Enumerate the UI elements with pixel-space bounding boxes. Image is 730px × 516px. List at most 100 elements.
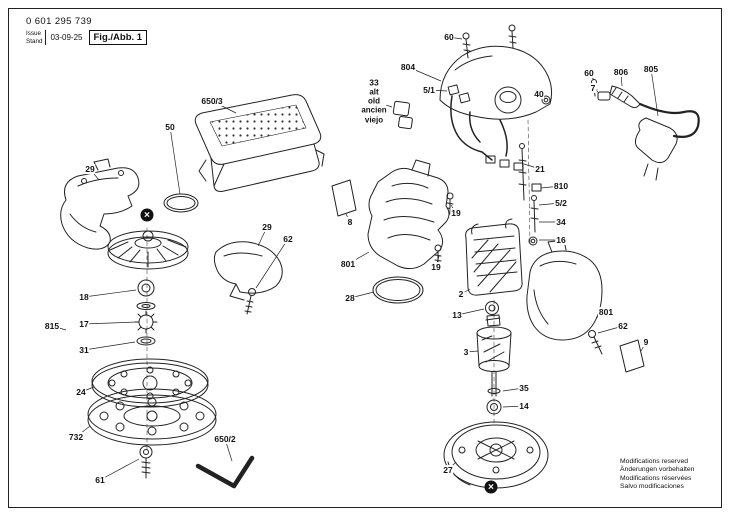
callout-sub-label: viejo (361, 115, 387, 125)
part-number: 0 601 295 739 (26, 16, 92, 27)
callout-sub-label: old (361, 96, 387, 106)
callout-650/3: 650/3 (200, 96, 224, 106)
callout-label: 62 (282, 234, 294, 244)
callout-label: 27 (442, 465, 454, 475)
callout-5/1: 5/1 (422, 85, 436, 95)
callout-17: 17 (78, 319, 90, 329)
callout-label: 8 (346, 217, 354, 227)
callout-801: 801 (597, 307, 615, 317)
issue-date: 03-09-25 (50, 33, 83, 43)
callout-label: 60 (443, 32, 455, 42)
callout-40: 40 (533, 89, 545, 99)
modifications-line-fr: Modifications réservées (620, 474, 692, 482)
callout-60: 60 (443, 32, 455, 42)
callout-sub-label: alt (361, 87, 387, 97)
callout-label: 650/3 (200, 96, 224, 106)
callout-29: 29 (261, 222, 273, 232)
callout-61: 61 (94, 475, 106, 485)
callout-2: 2 (457, 289, 465, 299)
callout-label: 21 (534, 164, 546, 174)
callout-label: 31 (78, 345, 90, 355)
modifications-line-de: Änderungen vorbehalten (620, 466, 695, 474)
callout-650/2: 650/2 (213, 434, 237, 444)
callout-8: 8 (346, 217, 354, 227)
callout-31: 31 (78, 345, 90, 355)
callout-28: 28 (344, 293, 356, 303)
callout-label: 5/1 (422, 85, 436, 95)
callout-50: 50 (164, 122, 176, 132)
callout-35: 35 (518, 383, 530, 393)
callout-label: 35 (518, 383, 530, 393)
callout-7: 7 (589, 83, 597, 93)
callout-732: 732 (67, 432, 85, 442)
circled-x-symbol: ✕ (484, 480, 498, 494)
callout-label: 16 (555, 235, 567, 245)
issue-stand-labels: Issue Stand (26, 30, 47, 46)
circled-x-symbol: ✕ (140, 208, 154, 222)
callout-14: 14 (518, 401, 530, 411)
modifications-note: Modifications reserved Änderungen vorbeh… (620, 458, 694, 491)
modifications-line-es: Salvo modificaciones (620, 482, 684, 490)
callout-3: 3 (462, 347, 470, 357)
callout-label: 29 (84, 164, 96, 174)
callout-label: 14 (518, 401, 530, 411)
modifications-line-en: Modifications reserved (620, 458, 688, 465)
callout-label: 62 (617, 321, 629, 331)
callout-label: 2 (457, 289, 465, 299)
callout-801: 801 (339, 259, 357, 269)
callout-sub-label: ancien (361, 106, 387, 116)
callout-label: 34 (555, 217, 567, 227)
callout-815: 815 (43, 321, 61, 331)
callout-label: 61 (94, 475, 106, 485)
callout-806: 806 (612, 67, 630, 77)
callout-19: 19 (430, 262, 442, 272)
callout-label: 19 (430, 262, 442, 272)
figure-label: Fig./Abb. 1 (88, 30, 148, 46)
callout-label: 19 (450, 208, 462, 218)
stand-label: Stand (26, 37, 43, 45)
callout-label: 806 (612, 67, 630, 77)
callout-label: 40 (533, 89, 545, 99)
callout-label: 804 (399, 62, 417, 72)
callout-18: 18 (78, 292, 90, 302)
callout-label: 5/2 (554, 198, 568, 208)
callout-label: 9 (642, 337, 650, 347)
callout-label: 33 (368, 77, 380, 88)
callout-label: 29 (261, 222, 273, 232)
callout-label: 24 (75, 387, 87, 397)
callout-27: 27 (442, 465, 454, 475)
callout-16: 16 (555, 235, 567, 245)
callout-label: 13 (451, 310, 463, 320)
callout-label: 732 (67, 432, 85, 442)
callout-60: 60 (583, 68, 595, 78)
callout-62: 62 (282, 234, 294, 244)
callout-9: 9 (642, 337, 650, 347)
callout-label: 17 (78, 319, 90, 329)
issue-label: Issue (26, 30, 42, 37)
callout-62: 62 (617, 321, 629, 331)
callout-label: 7 (589, 83, 597, 93)
callout-label: 810 (552, 181, 570, 191)
callout-label: 60 (583, 68, 595, 78)
callout-label: 50 (164, 122, 176, 132)
page-border (8, 8, 722, 508)
callout-13: 13 (451, 310, 463, 320)
callout-label: 3 (462, 347, 470, 357)
doc-header: 0 601 295 739 Issue Stand 03-09-25 Fig./… (26, 16, 148, 46)
callout-label: 28 (344, 293, 356, 303)
callout-21: 21 (534, 164, 546, 174)
callout-label: 650/2 (213, 434, 237, 444)
callout-5/2: 5/2 (554, 198, 568, 208)
callout-label: 805 (642, 64, 660, 74)
callout-29: 29 (84, 164, 96, 174)
callout-label: 18 (78, 292, 90, 302)
callout-24: 24 (75, 387, 87, 397)
callout-805: 805 (642, 64, 660, 74)
callout-label: 815 (43, 321, 61, 331)
callout-19: 19 (450, 208, 462, 218)
callout-label: 801 (339, 259, 357, 269)
callout-34: 34 (555, 217, 567, 227)
issue-row: Issue Stand 03-09-25 Fig./Abb. 1 (26, 30, 148, 46)
